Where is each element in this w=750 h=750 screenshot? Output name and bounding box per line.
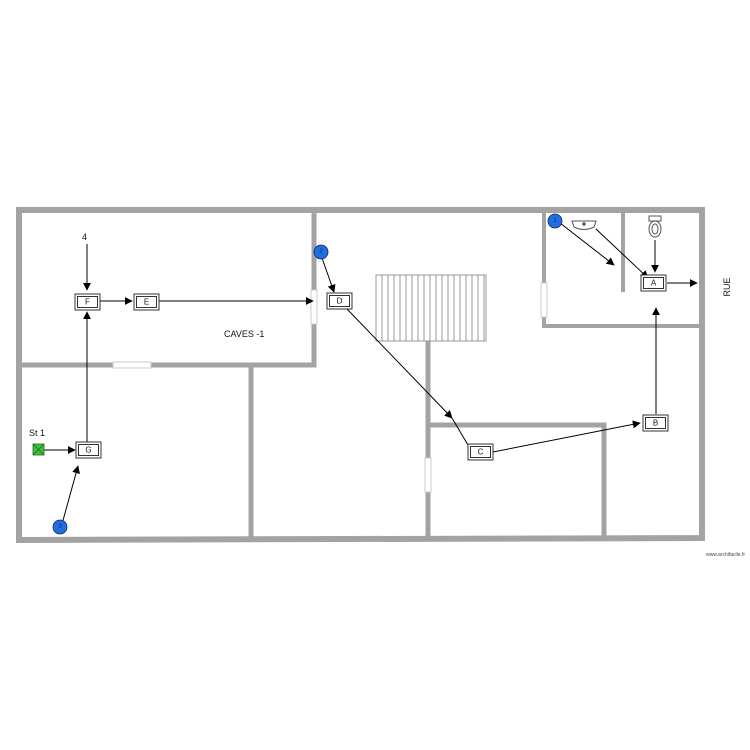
station-label: St 1 — [29, 428, 45, 438]
sink-icon — [571, 220, 597, 230]
box-b[interactable]: B — [642, 414, 669, 432]
box-f-label: F — [85, 298, 90, 307]
outer-wall — [16, 207, 705, 544]
box-c[interactable]: C — [467, 443, 494, 461]
street-label: RUE — [722, 277, 732, 296]
box-g[interactable]: G — [75, 441, 102, 459]
inlet-label: 4 — [82, 232, 87, 242]
badge-2-label: 2 — [319, 249, 323, 255]
inspection-boxes: A B C D E F G — [74, 274, 669, 461]
arrow-sink-a — [595, 228, 649, 279]
badge-1-label: 1 — [553, 218, 557, 224]
watermark: www.archifacile.fr — [706, 552, 745, 558]
flow-arrows — [44, 222, 698, 525]
arrow-d-stairs — [346, 308, 453, 419]
arrow-c-b — [492, 420, 641, 453]
arrow-badge2-d — [321, 257, 336, 293]
station-marker[interactable] — [32, 443, 45, 456]
walls — [16, 207, 705, 544]
room-label: CAVES -1 — [224, 329, 264, 339]
box-d-label: D — [337, 297, 343, 306]
badge-1[interactable]: 1 — [547, 213, 563, 229]
box-e-label: E — [144, 298, 149, 307]
box-a-label: A — [651, 279, 657, 288]
arrow-badge1-a — [559, 222, 615, 266]
box-g-label: G — [85, 446, 91, 455]
badge-2[interactable]: 2 — [313, 244, 329, 260]
badges: 1 2 3 — [52, 213, 563, 535]
arrow-badge3-g — [61, 465, 80, 525]
door-caves-right — [310, 289, 318, 325]
door-room-c — [424, 457, 432, 493]
door-openings — [112, 282, 548, 493]
box-b-label: B — [653, 419, 658, 428]
box-a[interactable]: A — [640, 274, 667, 292]
staircase — [375, 274, 487, 342]
badge-3-label: 3 — [58, 524, 62, 530]
door-caves-bottom — [112, 361, 152, 369]
box-d[interactable]: D — [326, 292, 353, 310]
box-e[interactable]: E — [133, 293, 160, 311]
badge-3[interactable]: 3 — [52, 519, 68, 535]
door-wc — [540, 282, 548, 318]
box-c-label: C — [478, 448, 484, 457]
toilet-icon — [648, 215, 662, 238]
arrow-stairs-c — [451, 417, 469, 446]
box-f[interactable]: F — [74, 293, 101, 311]
